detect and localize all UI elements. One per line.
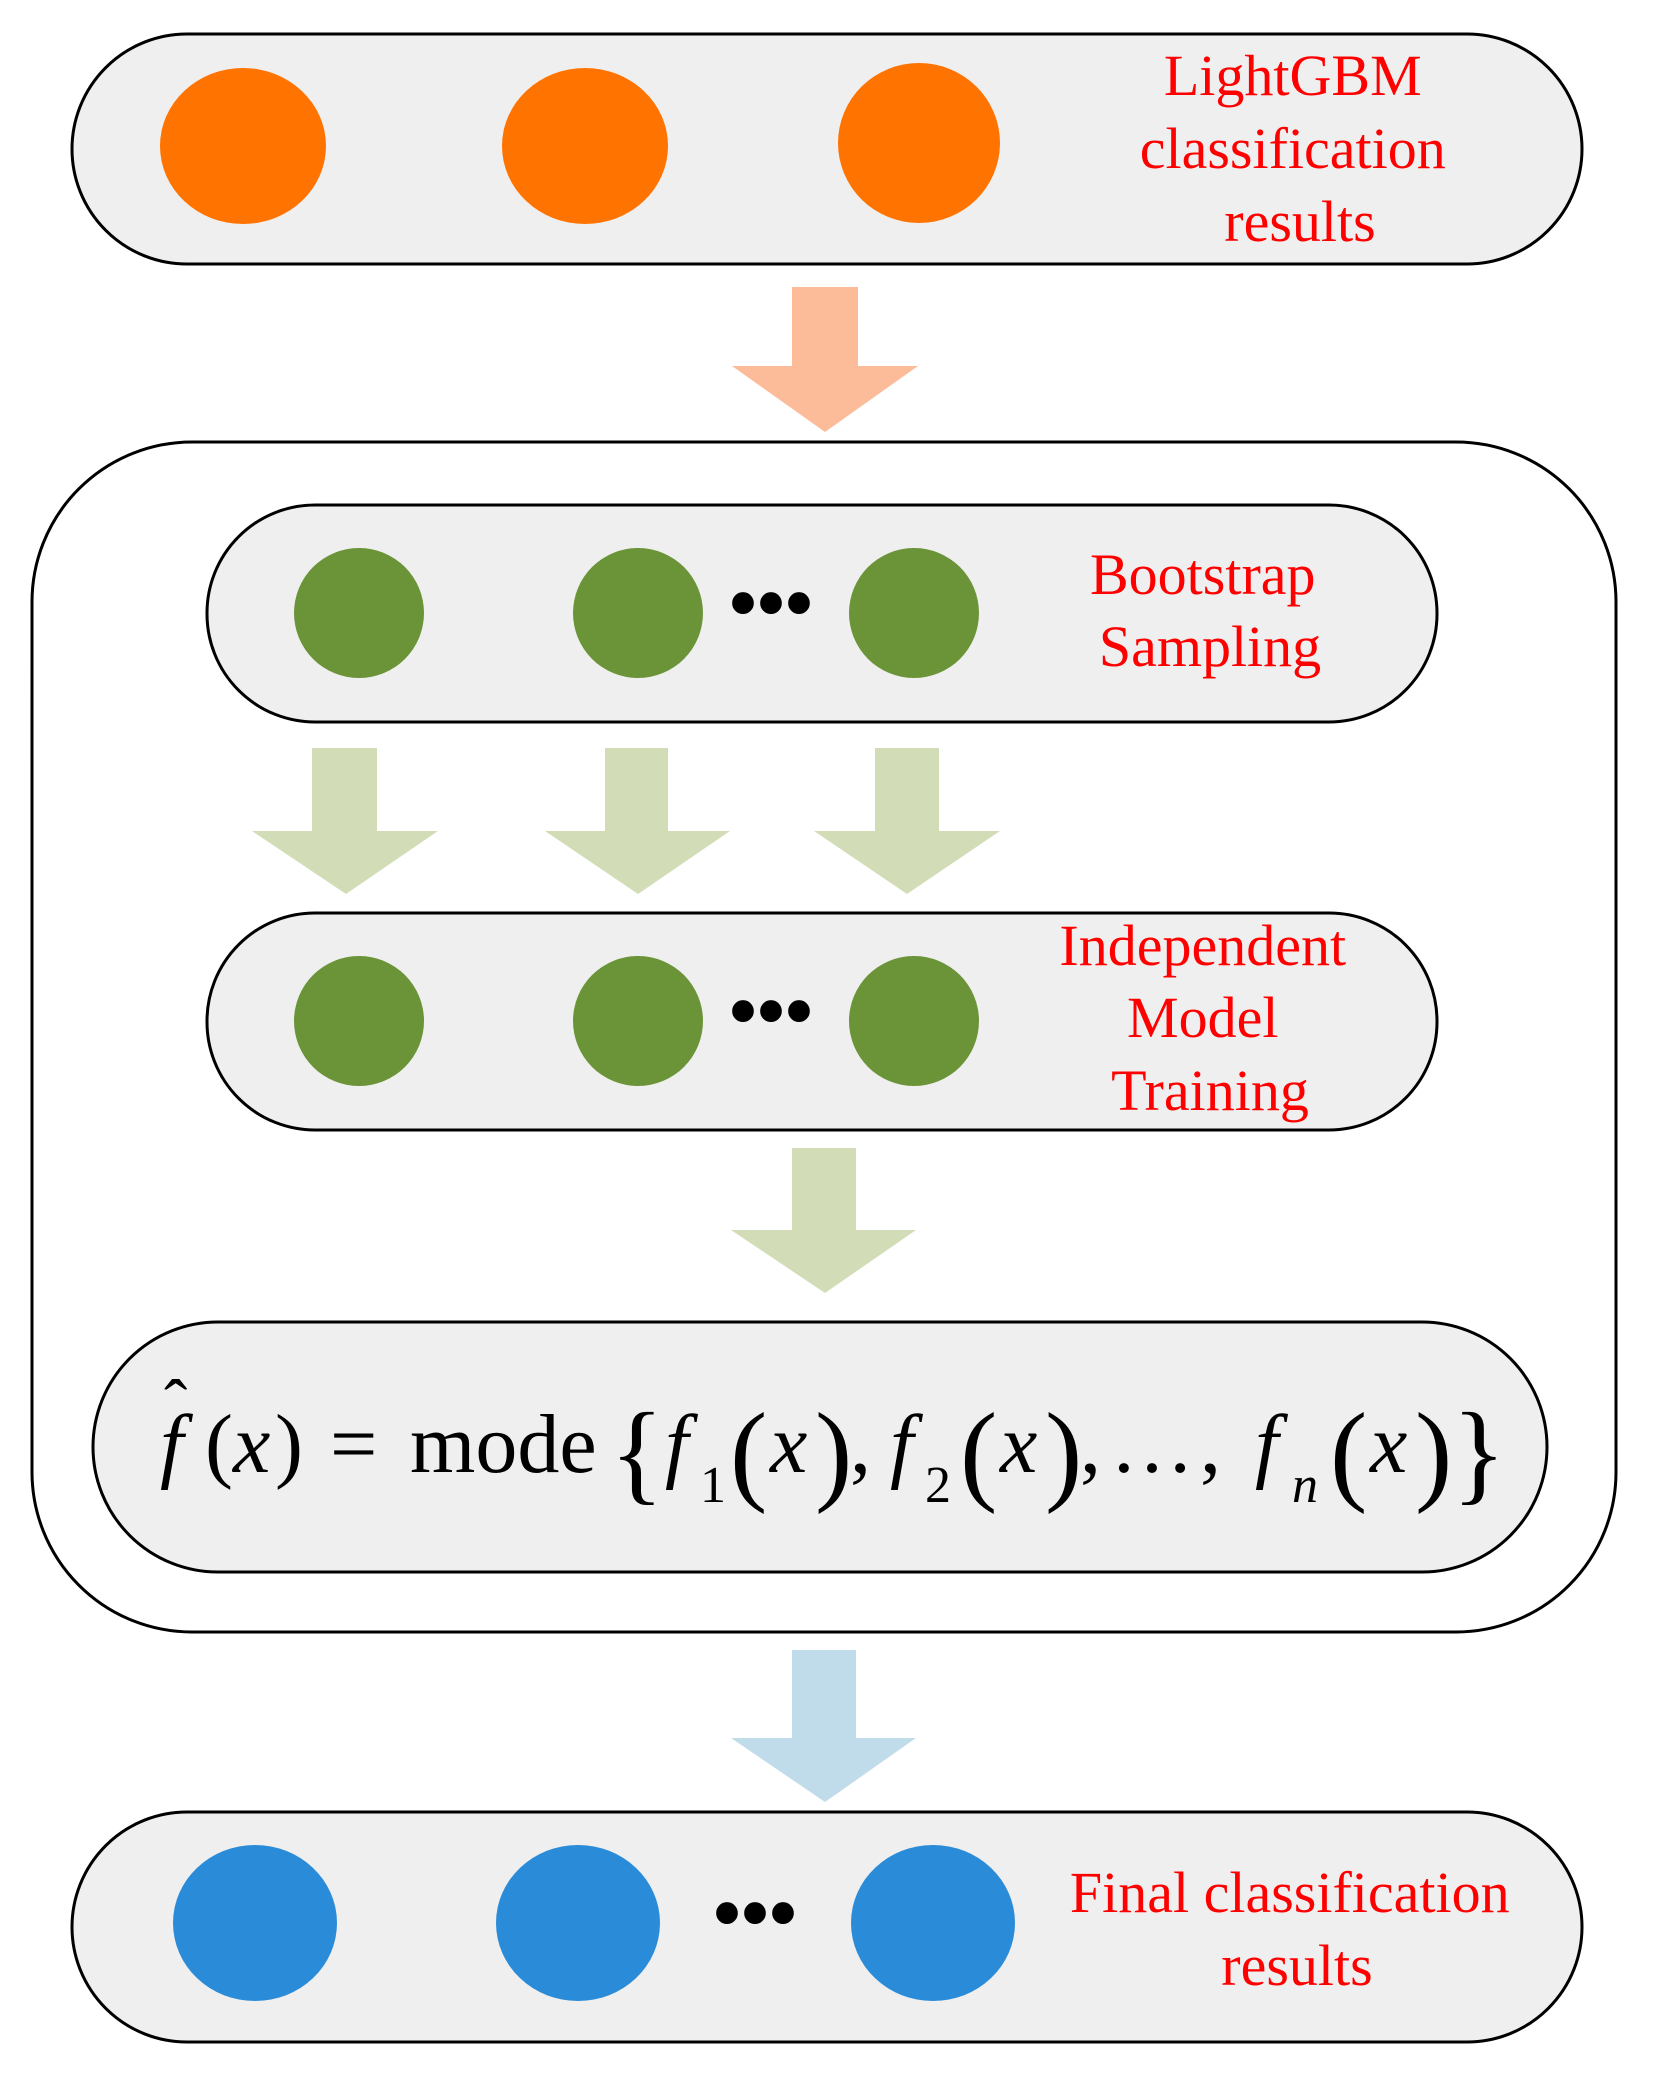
final-label: Final classification results [1070, 1860, 1524, 1998]
arrow-down-green-4 [731, 1148, 916, 1293]
training-label: Independent Model Training [1059, 913, 1360, 1123]
bootstrap-label-line-1: Bootstrap [1090, 542, 1316, 607]
arrow-down-green-1 [252, 748, 438, 894]
arrow-down-orange [732, 287, 918, 432]
final-ellipsis: ••• [713, 1870, 797, 1958]
blue-node-n [851, 1845, 1015, 2001]
orange-node-1 [160, 68, 326, 224]
blue-node-2 [496, 1845, 660, 2001]
final-results-box [70, 1810, 1584, 2044]
orange-node-2 [502, 68, 668, 224]
green-node-training-n [849, 956, 979, 1086]
blue-node-1 [173, 1845, 337, 2001]
training-ellipsis: ••• [729, 968, 813, 1056]
training-label-line-1: Independent [1059, 913, 1346, 978]
green-node-bootstrap-n [849, 548, 979, 678]
lightgbm-results-box [70, 32, 1584, 266]
green-node-training-2 [573, 956, 703, 1086]
arrow-down-green-2 [545, 748, 730, 894]
green-node-bootstrap-2 [573, 548, 703, 678]
arrow-down-green-3 [814, 748, 1000, 894]
green-node-training-1 [294, 956, 424, 1086]
bootstrap-sampling-box [205, 503, 1439, 724]
training-label-line-3: Training [1111, 1058, 1309, 1123]
training-label-line-2: Model [1127, 985, 1278, 1050]
lightgbm-label-line-2: classification [1140, 116, 1446, 181]
formula-box [91, 1320, 1549, 1574]
model-training-box [205, 911, 1439, 1132]
arrow-down-blue [731, 1650, 916, 1802]
orange-node-3 [838, 63, 1000, 223]
bootstrap-label-line-2: Sampling [1099, 614, 1321, 679]
bootstrap-label: Bootstrap Sampling [1090, 542, 1330, 679]
final-label-line-2: results [1221, 1933, 1372, 1998]
lightgbm-label-line-3: results [1224, 189, 1375, 254]
lightgbm-label: LightGBM classification results [1140, 43, 1461, 254]
aggregation-formula: f ˆ ( x ) = mode { f 1 ( x ) , f 2 ( x )… [160, 1354, 1506, 1521]
formula-text: f ˆ ( x ) = mode { f 1 ( x ) , f 2 ( x )… [160, 1354, 1506, 1521]
bootstrap-ellipsis: ••• [729, 560, 813, 648]
final-label-line-1: Final classification [1070, 1860, 1510, 1925]
lightgbm-label-line-1: LightGBM [1164, 43, 1422, 108]
green-node-bootstrap-1 [294, 548, 424, 678]
